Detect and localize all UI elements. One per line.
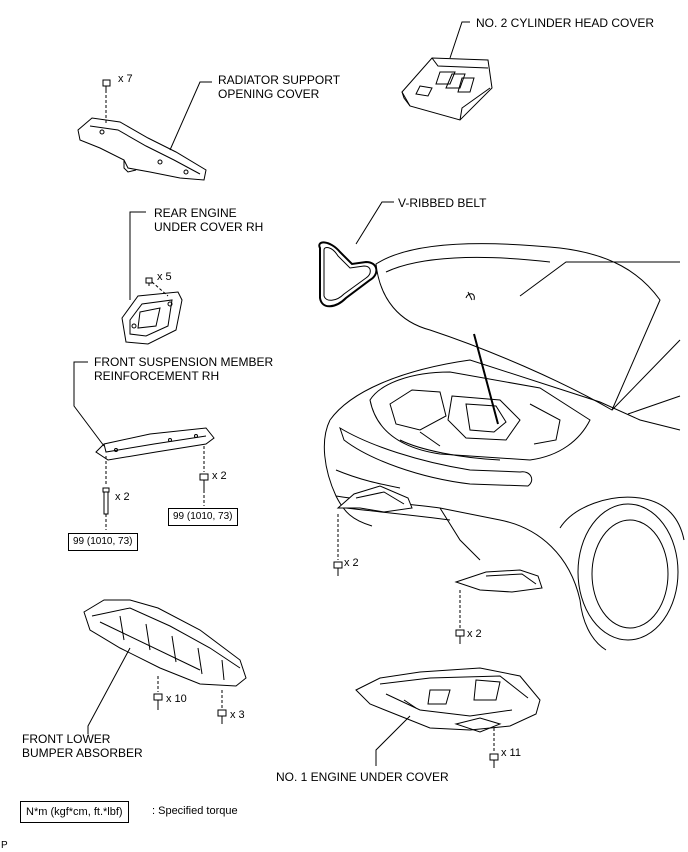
label-rear-under-cover-line1: REAR ENGINE xyxy=(154,206,237,220)
clip-icon xyxy=(145,277,153,286)
quantity-x2-suspension-left: x 2 xyxy=(115,491,130,503)
torque-value-left: 99 (1010, 73) xyxy=(68,533,138,551)
leader-cylinder-head-cover xyxy=(449,21,470,59)
bolt-icon xyxy=(199,473,209,490)
leader-v-ribbed-belt xyxy=(355,201,394,245)
bolt-icon xyxy=(153,693,163,710)
label-front-suspension-line1: FRONT SUSPENSION MEMBER xyxy=(94,355,274,369)
quantity-x5: x 5 xyxy=(157,271,172,283)
leader-engine-under-cover xyxy=(375,715,411,766)
engine-under-cover-part xyxy=(355,667,541,733)
label-bumper-absorber-line2: BUMPER ABSORBER xyxy=(22,746,143,760)
front-lower-bumper-absorber-part xyxy=(83,599,247,687)
leader-bumper-absorber xyxy=(87,647,131,734)
page-mark: P xyxy=(1,840,8,851)
cylinder-head-cover-part xyxy=(401,57,493,121)
label-engine-under-cover: NO. 1 ENGINE UNDER COVER xyxy=(276,770,449,784)
label-rear-under-cover-line2: UNDER COVER RH xyxy=(154,220,264,234)
rear-side-cover-part xyxy=(454,569,543,593)
torque-value-right: 99 (1010, 73) xyxy=(168,508,238,526)
vehicle-front-illustration xyxy=(323,243,685,651)
label-v-ribbed-belt: V-RIBBED BELT xyxy=(398,196,487,210)
bolt-icon xyxy=(102,79,111,90)
bolt-icon xyxy=(489,753,499,768)
radiator-support-cover-part xyxy=(77,117,207,181)
v-ribbed-belt-part xyxy=(318,241,378,308)
quantity-x10: x 10 xyxy=(166,693,187,705)
label-front-suspension-line2: REINFORCEMENT RH xyxy=(94,369,220,383)
quantity-x2-car-right: x 2 xyxy=(467,628,482,640)
bolt-icon xyxy=(217,709,227,724)
long-bolt-icon xyxy=(102,487,110,530)
torque-legend-text: : Specified torque xyxy=(152,805,238,817)
quantity-x2-suspension-right: x 2 xyxy=(212,470,227,482)
quantity-x11: x 11 xyxy=(501,747,521,759)
leader-rear-under-cover xyxy=(129,211,146,300)
rear-engine-under-cover-part xyxy=(121,291,183,345)
label-radiator-cover-line1: RADIATOR SUPPORT xyxy=(218,73,341,87)
bolt-icon xyxy=(333,561,343,576)
quantity-x2-car-left: x 2 xyxy=(344,557,359,569)
label-radiator-cover-line2: OPENING COVER xyxy=(218,87,320,101)
label-cylinder-head-cover: NO. 2 CYLINDER HEAD COVER xyxy=(476,16,655,30)
quantity-x3: x 3 xyxy=(230,709,245,721)
leader-radiator-cover xyxy=(169,81,212,151)
front-suspension-reinforcement-part xyxy=(95,427,215,461)
torque-legend-box: N*m (kgf*cm, ft.*lbf) xyxy=(20,801,129,823)
bolt-icon xyxy=(455,629,465,644)
dashed-guide xyxy=(151,281,169,297)
leader-front-suspension xyxy=(73,361,105,447)
label-bumper-absorber-line1: FRONT LOWER xyxy=(22,732,111,746)
front-bumper-side-cover-part xyxy=(336,485,413,513)
quantity-x7: x 7 xyxy=(118,73,133,85)
